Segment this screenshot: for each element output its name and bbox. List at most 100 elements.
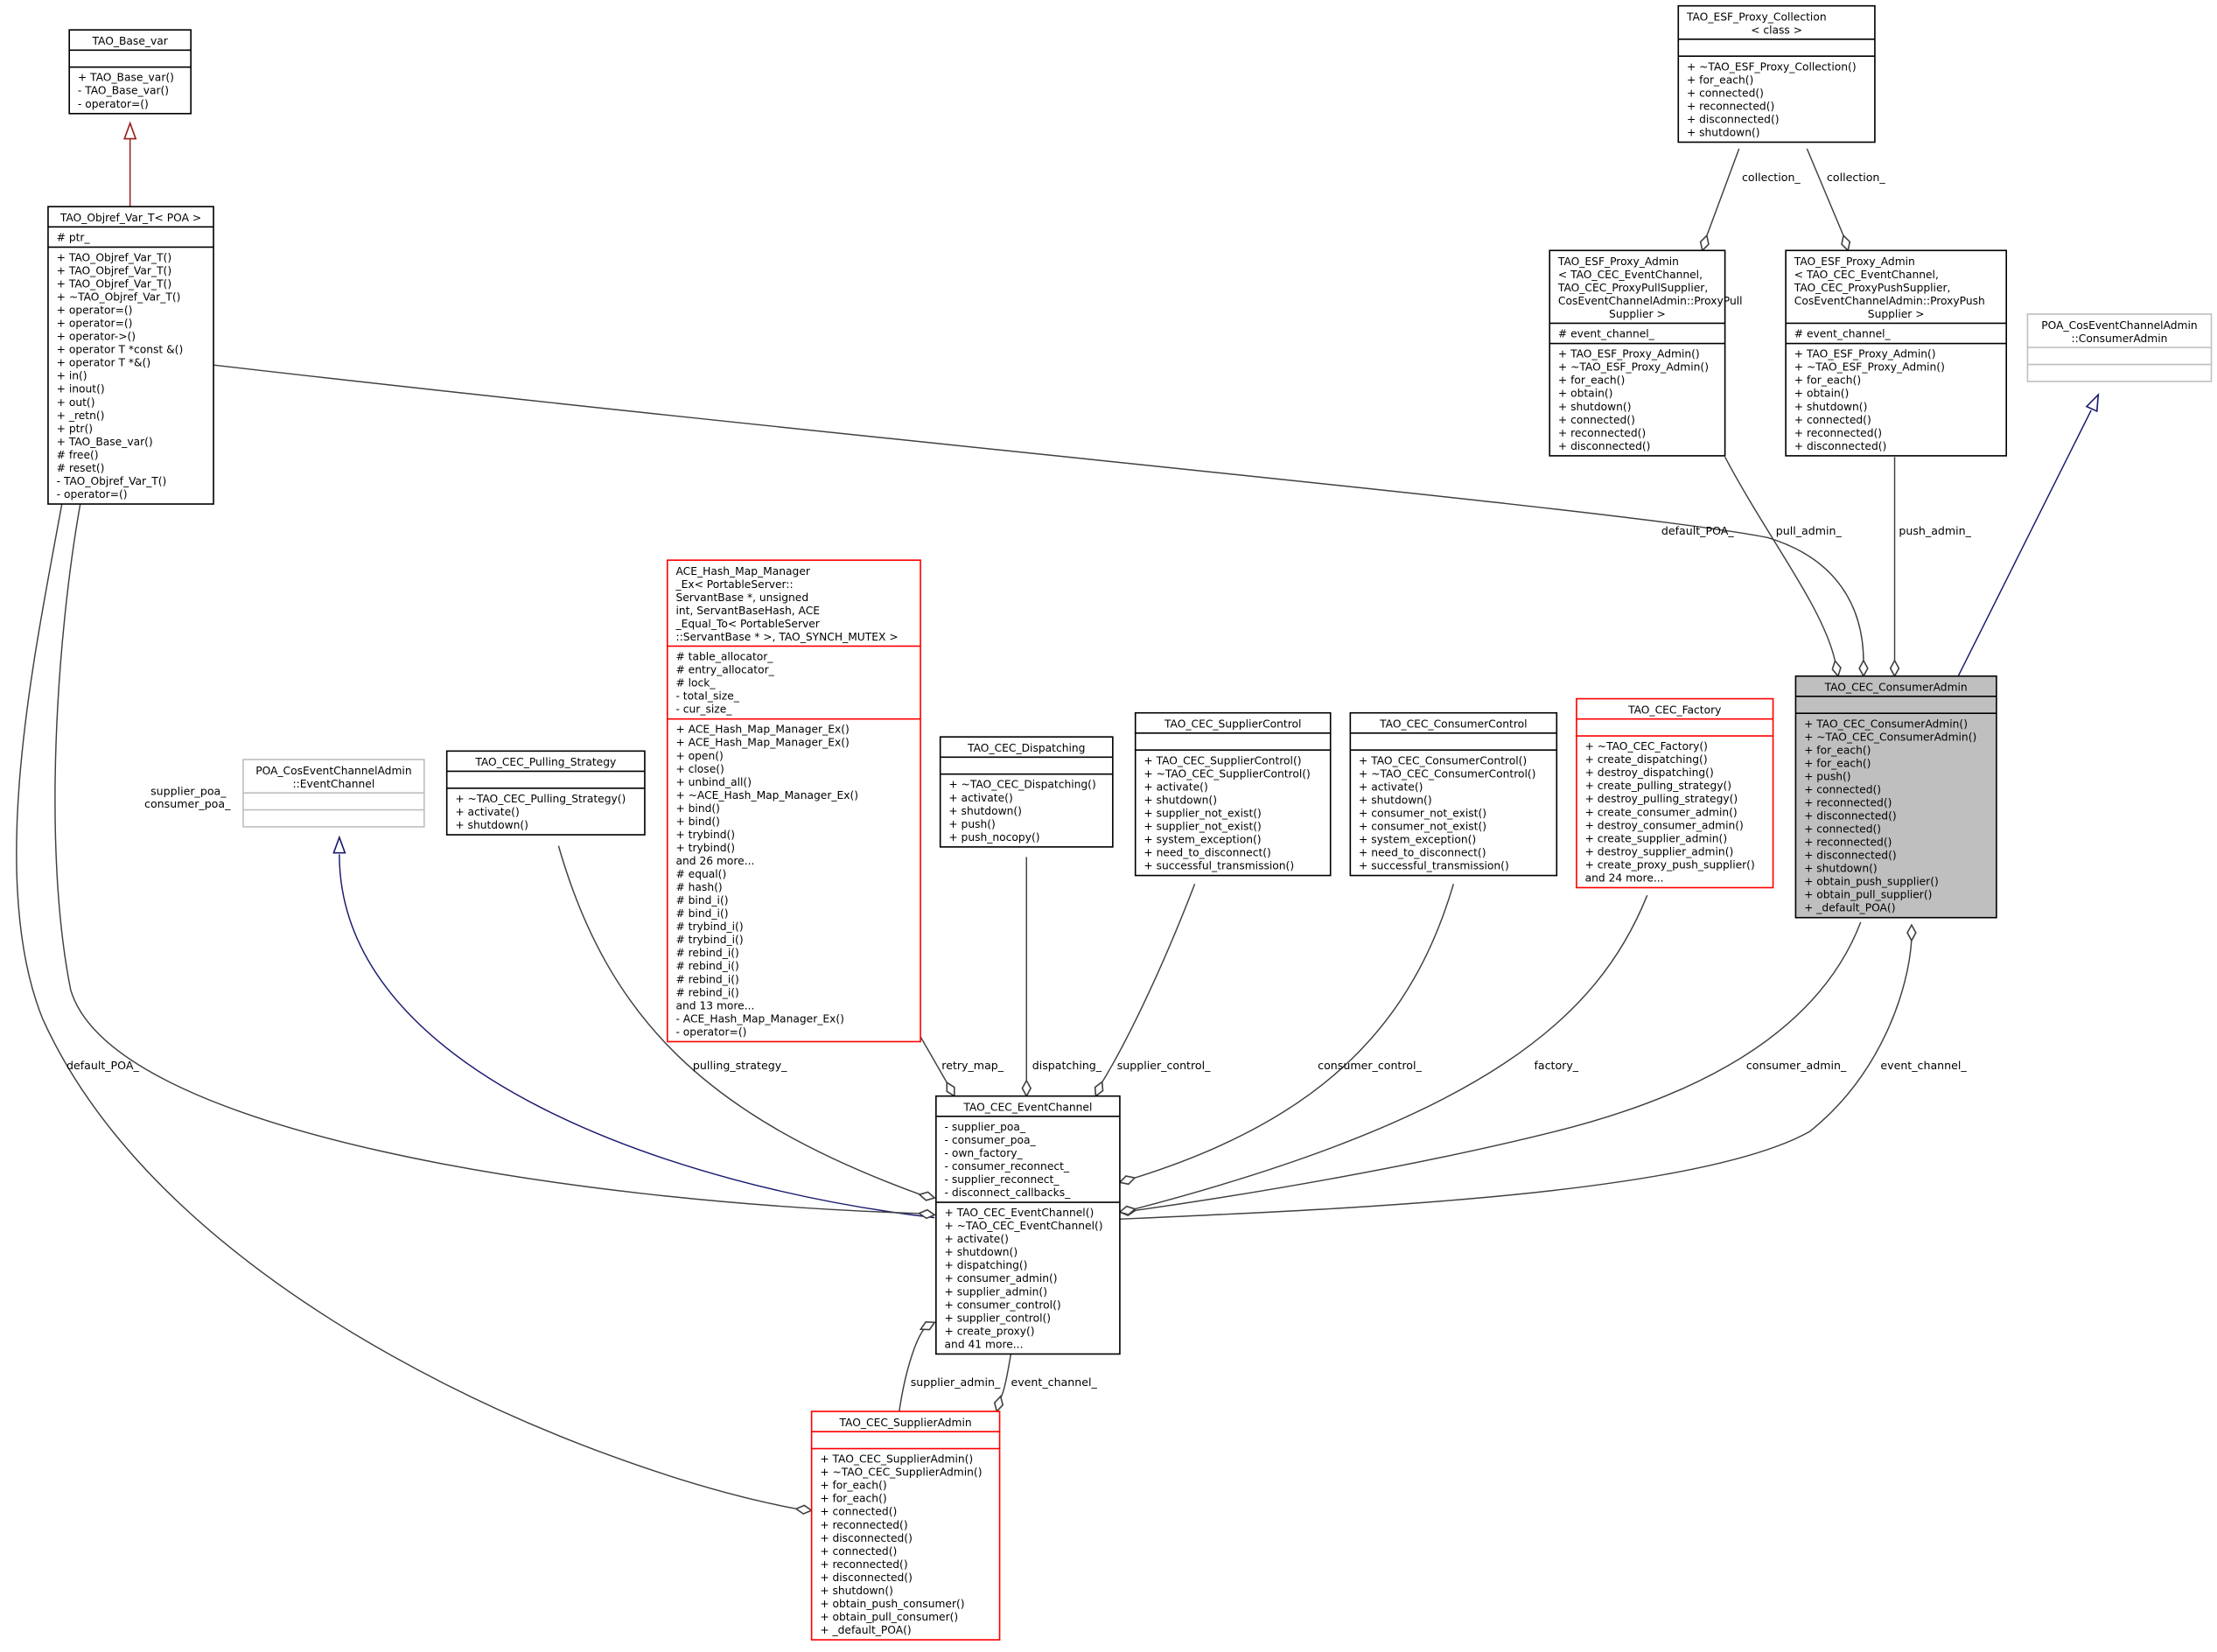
class-box-supplier-control[interactable]: TAO_CEC_SupplierControl+ TAO_CEC_Supplie… (1134, 711, 1332, 877)
class-method: and 26 more... (675, 855, 754, 867)
class-method: + ~TAO_CEC_EventChannel() (945, 1220, 1103, 1232)
class-attribute: # lock_ (675, 677, 716, 690)
class-box-supplier-admin[interactable]: TAO_CEC_SupplierAdmin+ TAO_CEC_SupplierA… (810, 1410, 1001, 1641)
class-method: - operator=() (675, 1026, 746, 1038)
aggregation-diamond-icon (1906, 923, 1917, 942)
class-method: # rebind_i() (675, 986, 738, 998)
relation-pulling-strategy-to-event-channel: pulling_strategy_ (557, 845, 936, 1201)
relation-line (920, 1036, 948, 1084)
class-title: TAO_CEC_Dispatching (967, 742, 1085, 754)
class-method: + for_each() (1558, 374, 1625, 387)
class-box-proxy-admin-pull[interactable]: TAO_ESF_Proxy_Admin< TAO_CEC_EventChanne… (1549, 249, 1743, 457)
class-title: ::EventChannel (293, 778, 375, 790)
class-title: CosEventChannelAdmin::ProxyPush (1794, 295, 1985, 307)
class-attribute: - cur_size_ (675, 704, 732, 716)
relation-line (339, 854, 935, 1219)
aggregation-diamond-icon (1118, 1175, 1136, 1186)
class-method: + disconnected() (1794, 440, 1887, 452)
class-method: + ~TAO_CEC_Pulling_Strategy() (455, 793, 626, 805)
relation-label: push_admin_ (1899, 524, 1971, 537)
class-box-poa-event-channel[interactable]: POA_CosEventChannelAdmin::EventChannel (242, 759, 425, 828)
class-method: + for_each() (1794, 374, 1861, 387)
class-title: CosEventChannelAdmin::ProxyPull (1558, 295, 1743, 307)
relation-line (1705, 148, 1740, 237)
class-method: + obtain_push_supplier() (1804, 876, 1939, 888)
class-method: + disconnected() (1804, 809, 1897, 822)
class-method: + inout() (57, 383, 105, 396)
class-method: + ~ACE_Hash_Map_Manager_Ex() (675, 789, 858, 802)
class-method: + push() (1804, 770, 1850, 782)
class-method: + activate() (945, 1233, 1009, 1245)
class-box-consumer-admin[interactable]: TAO_CEC_ConsumerAdmin+ TAO_CEC_ConsumerA… (1794, 675, 1997, 919)
class-method: + successful_transmission() (1359, 860, 1509, 872)
class-method: + destroy_consumer_admin() (1585, 819, 1744, 831)
relation-proxy-collection-to-proxy-admin-push: collection_ (1806, 148, 1885, 252)
class-method: + activate() (948, 792, 1012, 804)
class-title: TAO_Base_var (92, 35, 169, 47)
class-title: int, ServantBaseHash, ACE (675, 605, 820, 617)
aggregation-diamond-icon (1094, 1080, 1104, 1098)
class-method: + reconnected() (1804, 796, 1892, 808)
class-title: TAO_CEC_Factory (1627, 704, 1721, 716)
relation-line (1133, 921, 1862, 1212)
class-method: # rebind_i() (675, 947, 738, 959)
inheritance-arrowhead-icon (332, 835, 346, 854)
relation-objref-to-event-channel: supplier_poa_consumer_poa_ (54, 501, 936, 1220)
class-method: + ACE_Hash_Map_Manager_Ex() (675, 737, 849, 749)
class-method: + TAO_Objref_Var_T() (57, 264, 172, 276)
aggregation-diamond-icon (993, 1395, 1004, 1413)
class-method: + TAO_CEC_SupplierControl() (1143, 754, 1301, 766)
class-method: + TAO_ESF_Proxy_Admin() (1794, 348, 1936, 360)
class-method: - ACE_Hash_Map_Manager_Ex() (675, 1012, 843, 1025)
class-method: + reconnected() (1687, 100, 1774, 112)
class-method: + create_supplier_admin() (1585, 832, 1728, 844)
class-method: + shutdown() (945, 1246, 1018, 1258)
class-box-hash-map[interactable]: ACE_Hash_Map_Manager_Ex< PortableServer:… (666, 559, 921, 1043)
class-box-dispatching[interactable]: TAO_CEC_Dispatching+ ~TAO_CEC_Dispatchin… (939, 736, 1114, 848)
class-attribute: - consumer_poa_ (945, 1134, 1037, 1146)
class-box-event-channel[interactable]: TAO_CEC_EventChannel- supplier_poa_- con… (935, 1095, 1121, 1355)
class-box-pulling-strategy[interactable]: TAO_CEC_Pulling_Strategy+ ~TAO_CEC_Pulli… (445, 750, 646, 836)
class-method: + ~TAO_CEC_ConsumerControl() (1359, 767, 1535, 780)
class-box-proxy-admin-push[interactable]: TAO_ESF_Proxy_Admin< TAO_CEC_EventChanne… (1785, 249, 2008, 457)
class-box-consumer-control[interactable]: TAO_CEC_ConsumerControl+ TAO_CEC_Consume… (1349, 711, 1558, 877)
class-method: # hash() (675, 881, 722, 893)
class-box-frame (1549, 249, 1726, 457)
class-title: Supplier > (1868, 308, 1925, 320)
class-title: _Equal_To< PortableServer (675, 618, 820, 630)
relation-line (1119, 939, 1913, 1220)
relation-label: consumer_admin_ (1746, 1059, 1847, 1072)
class-method: + TAO_Base_var() (57, 436, 153, 448)
relation-line (998, 1353, 1012, 1401)
class-method: + bind() (675, 802, 720, 815)
class-box-frame (68, 29, 192, 115)
relation-label: retry_map_ (941, 1059, 1004, 1072)
aggregation-diamond-icon (1699, 234, 1710, 252)
class-method: + connected() (1687, 87, 1764, 99)
class-method: + disconnected() (1687, 113, 1780, 125)
class-method: + _default_POA() (1804, 902, 1895, 914)
class-method: + ptr() (57, 423, 93, 435)
class-title: ServantBase *, unsigned (675, 592, 808, 604)
relation-line (1724, 456, 1836, 662)
class-method: # bind_i() (675, 907, 728, 920)
class-box-proxy-collection[interactable]: TAO_ESF_Proxy_Collection< class >+ ~TAO_… (1677, 4, 1876, 144)
class-box-objref[interactable]: TAO_Objref_Var_T< POA ># ptr_+ TAO_Objre… (47, 206, 214, 505)
class-method: + TAO_CEC_ConsumerControl() (1359, 754, 1527, 766)
relation-label: supplier_poa_ (150, 784, 227, 797)
class-method: + consumer_not_exist() (1359, 820, 1486, 832)
class-title: < class > (1751, 24, 1802, 37)
aggregation-diamond-icon (794, 1504, 814, 1516)
class-attribute: - disconnect_callbacks_ (945, 1186, 1072, 1199)
class-method: + successful_transmission() (1143, 860, 1294, 872)
class-method: + disconnected() (1804, 850, 1897, 862)
class-method: + need_to_disconnect() (1143, 846, 1270, 858)
class-method: # trybind_i() (675, 934, 743, 946)
class-box-factory[interactable]: TAO_CEC_Factory+ ~TAO_CEC_Factory()+ cre… (1576, 697, 1774, 889)
relation-line (1806, 148, 1845, 237)
class-method: + activate() (1359, 780, 1423, 793)
class-box-poa-consumer-admin[interactable]: POA_CosEventChannelAdmin::ConsumerAdmin (2026, 313, 2213, 382)
class-method: + activate() (455, 806, 519, 818)
class-box-base-var[interactable]: TAO_Base_var+ TAO_Base_var()- TAO_Base_v… (68, 29, 192, 115)
class-method: + shutdown() (1687, 126, 1760, 138)
